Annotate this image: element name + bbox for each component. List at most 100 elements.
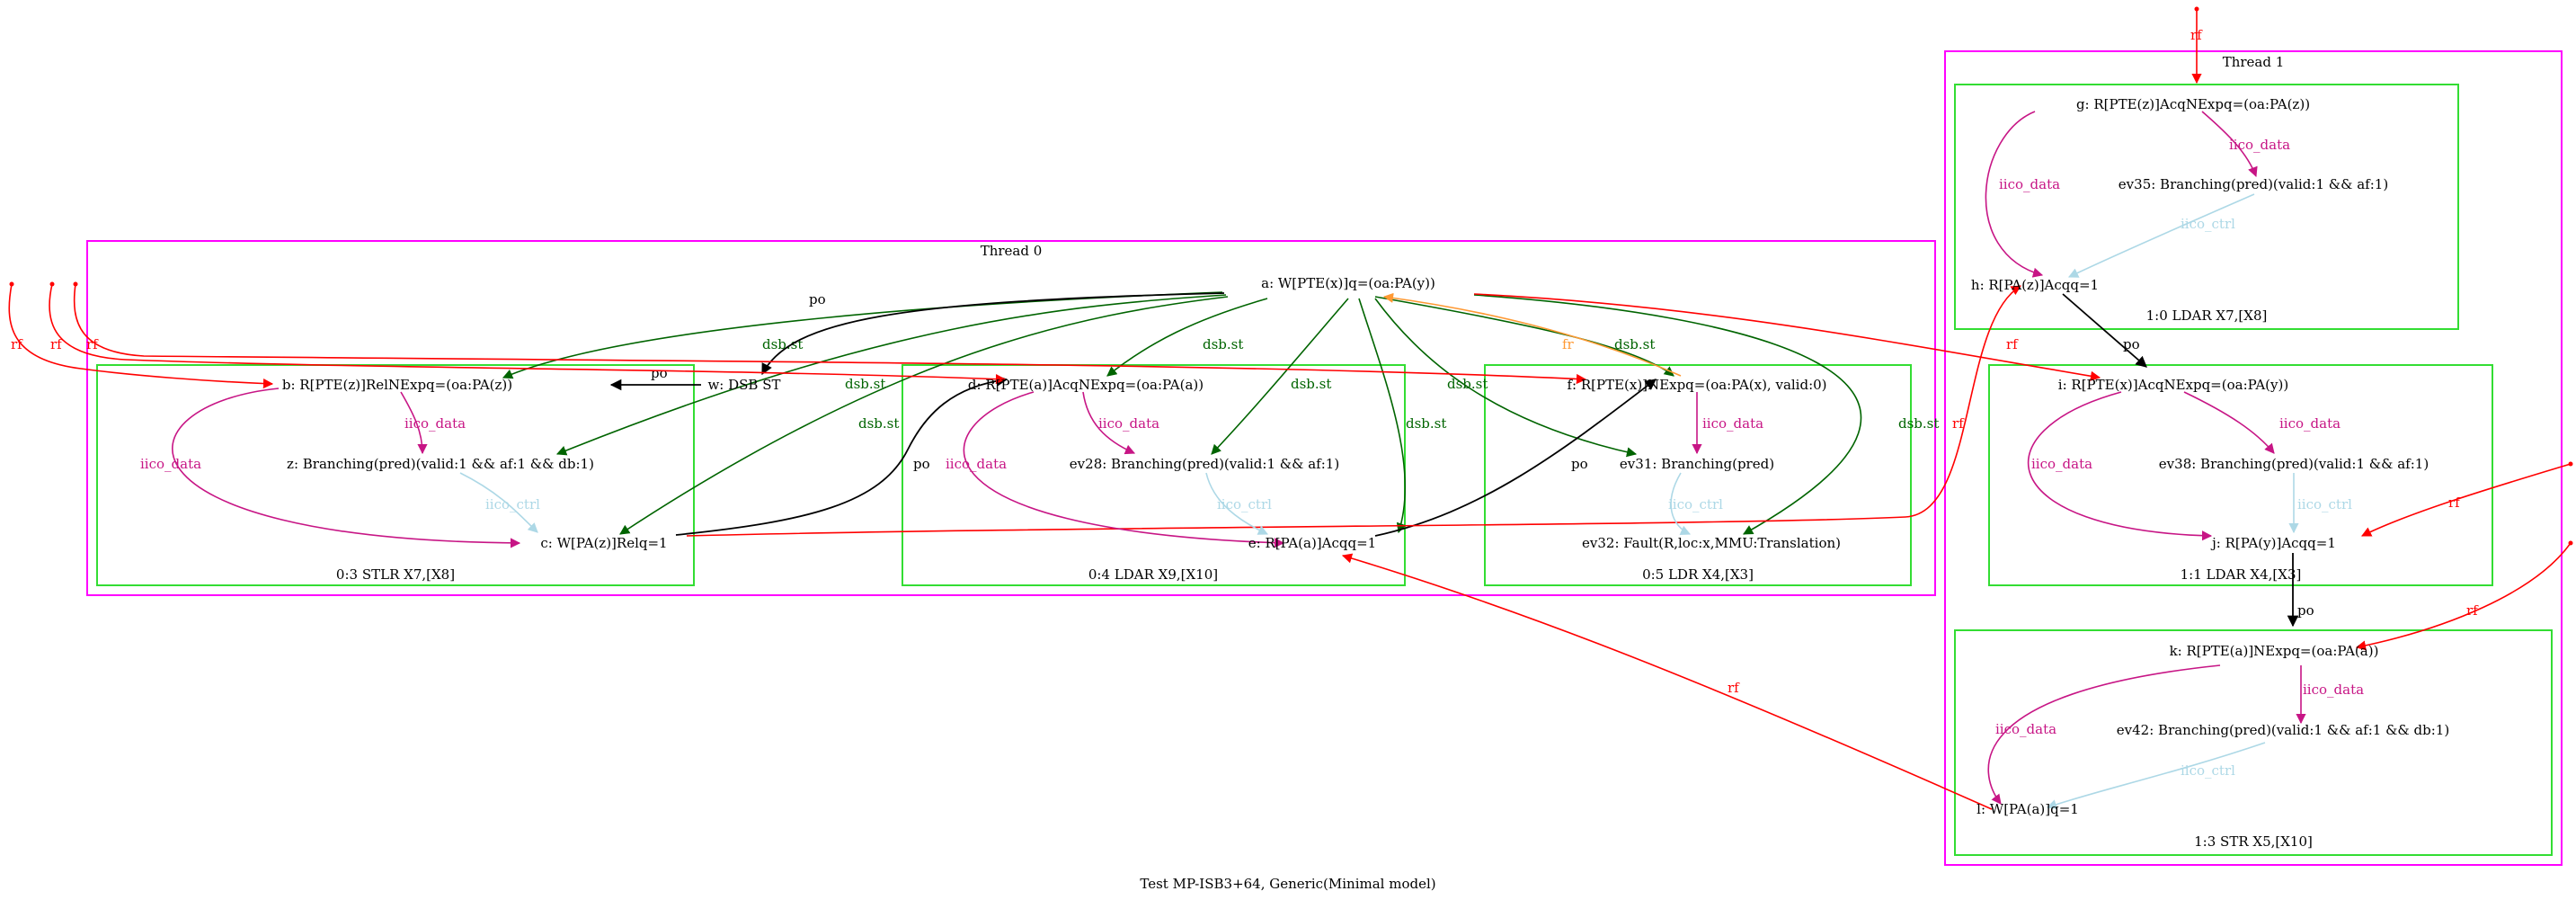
iico-data-labels: iico_data iico_data iico_data iico_data …: [140, 137, 2364, 737]
iico-data-label-5: iico_data: [1702, 415, 1763, 432]
init-dot-5: [2568, 461, 2573, 467]
po-label-5: po: [2123, 336, 2140, 352]
thread-0-title: Thread 0: [981, 243, 1043, 259]
dsb-label-9: dsb.st: [1898, 415, 1939, 432]
edge-i-ev38-iico: [2183, 391, 2275, 454]
edge-f-a-fr: [1382, 292, 1682, 377]
po-label-4: po: [1571, 456, 1588, 472]
iico-ctrl-labels: iico_ctrl iico_ctrl iico_ctrl iico_ctrl …: [485, 216, 2352, 779]
dsb-labels: dsb.st dsb.st dsb.st dsb.st dsb.st dsb.s…: [762, 336, 1939, 432]
event-ev42: ev42: Branching(pred)(valid:1 && af:1 &&…: [2117, 722, 2449, 738]
iico-ctrl-label-3: iico_ctrl: [1668, 496, 1723, 512]
event-w: w: DSB ST: [707, 377, 780, 393]
rf-label-5: rf: [2448, 495, 2461, 511]
iico-ctrl-label-6: iico_ctrl: [2181, 762, 2235, 779]
edge-h-i-po: [2062, 293, 2147, 368]
rf-label-3: rf: [86, 336, 99, 352]
init-dot-4: [2194, 6, 2199, 12]
edge-g-h-iico: [1985, 111, 2044, 278]
edge-a-ev32-dsb: [1473, 294, 1862, 535]
event-h: h: R[PA(z)]Acqq=1: [1971, 277, 2099, 293]
edge-a-w-po: [761, 292, 1225, 376]
event-ev31: ev31: Branching(pred): [1620, 456, 1774, 472]
edge-init-j-rf: [2360, 463, 2572, 537]
edge-k-l-iico: [1987, 664, 2221, 805]
po-label-2: po: [651, 365, 668, 381]
iico-data-label-8: iico_data: [2031, 456, 2092, 472]
edge-a-ev31-dsb: [1374, 298, 1638, 458]
edge-init-k-rf: [2355, 542, 2572, 651]
po-edges: [609, 292, 2299, 628]
event-ev38: ev38: Branching(pred)(valid:1 && af:1): [2159, 456, 2429, 472]
rf-init-dots: [9, 6, 2573, 546]
event-j: j: R[PA(y)]Acqq=1: [2210, 535, 2336, 551]
event-c: c: W[PA(z)]Relq=1: [540, 535, 667, 551]
thread-1-title: Thread 1: [2223, 54, 2285, 70]
iico-data-label-7: iico_data: [2229, 137, 2290, 153]
edge-ev42-l-ctrl: [2046, 742, 2266, 809]
iico-ctrl-label-4: iico_ctrl: [2181, 216, 2235, 232]
iico-data-label-6: iico_data: [1999, 176, 2060, 192]
fr-label: fr: [1562, 336, 1575, 352]
instr-box-1-3: 1:3 STR X5,[X10]: [1954, 629, 2553, 856]
event-ev32: ev32: Fault(R,loc:x,MMU:Translation): [1582, 535, 1841, 551]
edge-d-e-iico: [963, 391, 1285, 548]
iico-ctrl-label-1: iico_ctrl: [485, 496, 540, 512]
rf-label-6: rf: [2466, 602, 2479, 619]
event-nodes: a: W[PTE(x)]q=(oa:PA(y)) w: DSB ST b: R[…: [282, 96, 2449, 817]
iico-data-label-11: iico_data: [2303, 682, 2364, 698]
event-ev28: ev28: Branching(pred)(valid:1 && af:1): [1070, 456, 1339, 472]
iico-ctrl-label-5: iico_ctrl: [2297, 496, 2352, 512]
edge-a-e-dsb: [1358, 298, 1407, 534]
iico-data-edges: [172, 111, 2306, 805]
init-dot-2: [49, 281, 55, 287]
edge-a-z-dsb: [555, 294, 1227, 456]
iico-data-label-1: iico_data: [140, 456, 201, 472]
dsb-label-2: dsb.st: [845, 376, 885, 392]
iico-data-label-10: iico_data: [1995, 721, 2056, 737]
dsb-label-1: dsb.st: [762, 336, 803, 352]
edge-init-d-rf: [49, 283, 1007, 385]
instr-label-0-4: 0:4 LDAR X9,[X10]: [1088, 566, 1218, 583]
event-ev35: ev35: Branching(pred)(valid:1 && af:1): [2119, 176, 2388, 192]
rf-label-1: rf: [11, 336, 23, 352]
instr-label-1-0: 1:0 LDAR X7,[X8]: [2146, 307, 2268, 324]
instr-box-0-3: 0:3 STLR X7,[X8]: [96, 364, 695, 586]
instr-label-0-3: 0:3 STLR X7,[X8]: [336, 566, 455, 583]
po-label-1: po: [809, 291, 826, 307]
edge-ev31-ev32-ctrl: [1670, 472, 1692, 535]
edge-c-d-po: [675, 375, 1008, 536]
init-dot-6: [2568, 540, 2573, 546]
event-e: e: R[PA(a)]Acqq=1: [1248, 535, 1376, 551]
po-label-6: po: [2297, 602, 2314, 619]
dsb-label-4: dsb.st: [1203, 336, 1243, 352]
edge-ev28-e-ctrl: [1205, 472, 1269, 535]
event-g: g: R[PTE(z)]AcqNExpq=(oa:PA(z)): [2076, 96, 2310, 112]
init-dot-1: [9, 281, 14, 287]
event-a: a: W[PTE(x)]q=(oa:PA(y)): [1261, 275, 1435, 291]
event-k: k: R[PTE(a)]NExpq=(oa:PA(a)): [2170, 643, 2379, 659]
po-labels: po po po po po po: [651, 291, 2314, 619]
dsb-label-3: dsb.st: [858, 415, 899, 432]
event-z: z: Branching(pred)(valid:1 && af:1 && db…: [287, 456, 594, 472]
edge-i-j-iico: [2027, 391, 2213, 541]
instr-label-1-3: 1:3 STR X5,[X10]: [2194, 833, 2313, 850]
iico-ctrl-label-2: iico_ctrl: [1217, 496, 1272, 512]
edge-z-c-ctrl: [459, 472, 538, 533]
event-i: i: R[PTE(x)]AcqNExpq=(oa:PA(y)): [2058, 377, 2288, 393]
event-b: b: R[PTE(z)]RelNExpq=(oa:PA(z)): [282, 377, 512, 393]
edge-e-f-po: [1374, 379, 1657, 537]
instr-label-1-1: 1:1 LDAR X4,[X3]: [2181, 566, 2302, 583]
rf-label-9: rf: [1728, 680, 1740, 696]
edge-g-ev35-iico: [2201, 111, 2258, 178]
thread-1-cluster: Thread 1: [1944, 50, 2563, 866]
instr-box-1-1: 1:1 LDAR X4,[X3]: [1988, 364, 2493, 586]
iico-data-label-4: iico_data: [1098, 415, 1159, 432]
po-label-3: po: [913, 456, 930, 472]
edge-d-ev28-iico: [1082, 391, 1136, 455]
iico-data-label-3: iico_data: [946, 456, 1007, 472]
init-dot-3: [73, 281, 78, 287]
edge-init-f-rf: [73, 283, 1587, 385]
edge-a-d-dsb: [1106, 298, 1268, 377]
